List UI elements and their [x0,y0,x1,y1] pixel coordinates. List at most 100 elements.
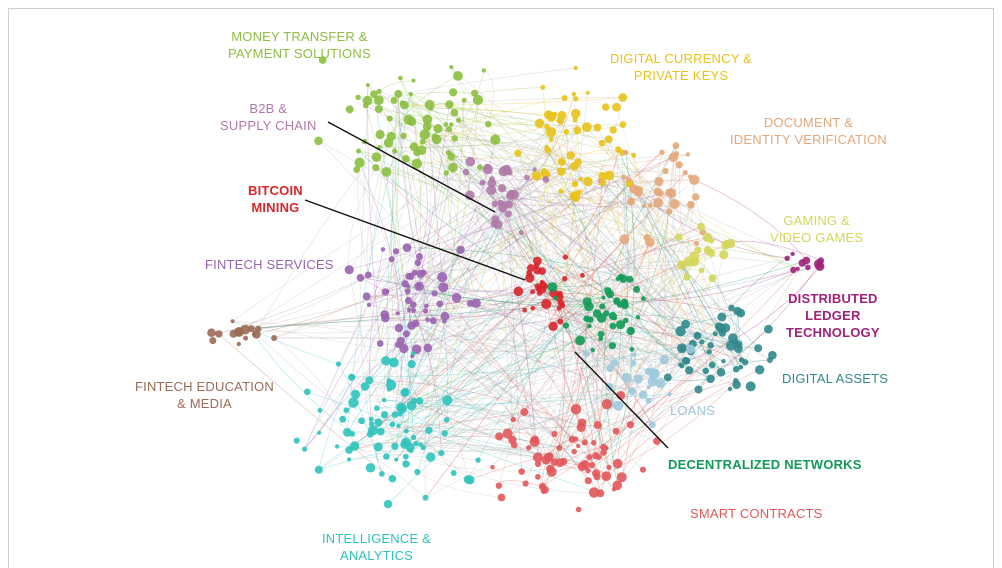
network-edge [542,262,803,487]
network-node [351,389,360,399]
network-node [755,365,765,375]
network-node [446,126,453,132]
label-digital-currency: DIGITAL CURRENCY & PRIVATE KEYS [610,51,753,83]
network-edge [545,196,575,305]
network-node [335,361,341,367]
network-node [378,471,385,477]
network-edge [633,155,686,325]
network-node [628,387,637,395]
network-node [805,264,811,271]
network-node [557,167,566,176]
network-edge [415,323,618,465]
network-edge [494,179,695,205]
network-edge [378,91,539,289]
network-edge [417,172,544,263]
network-edge [582,328,769,467]
network-node [558,188,564,194]
network-edge [543,169,622,278]
network-edge [378,243,731,448]
network-edge [400,406,653,426]
network-edge [402,408,538,458]
label-b2b-supply: B2B & SUPPLY CHAIN [220,101,317,133]
network-node [681,319,690,329]
network-edge [631,267,809,330]
network-edge [508,93,575,215]
network-edge [218,333,393,479]
network-edge [575,345,613,410]
network-node [592,469,601,478]
network-edge [318,376,354,470]
network-edge [385,360,593,466]
network-edge [573,269,702,452]
network-edge [497,224,820,267]
network-node [406,284,411,289]
network-node [407,360,416,369]
network-node [621,301,629,310]
network-edge [402,102,492,191]
network-edge [444,149,619,317]
network-node [531,171,542,181]
network-node [498,184,507,193]
network-edge [304,344,399,450]
network-edge [564,278,634,364]
network-edge [376,345,613,409]
network-node [665,188,674,197]
network-node [606,364,614,373]
network-node [619,234,630,245]
network-edge [319,251,397,411]
network-node [540,84,546,90]
network-edge [355,284,544,395]
network-edge [385,357,665,362]
network-node [591,440,597,446]
network-edge [616,278,713,486]
network-edge [405,292,540,393]
network-node [556,445,563,451]
network-edge [395,183,630,460]
network-edge [532,307,692,352]
network-edge [416,288,539,350]
network-node [370,90,378,98]
network-edge [391,259,402,341]
network-edge [375,167,645,207]
network-edge [424,134,629,180]
network-edge [409,119,798,270]
network-node [554,293,564,302]
network-edge [613,337,734,490]
network-node [768,350,777,360]
network-node [571,180,579,188]
network-edge [506,169,560,298]
network-node [385,379,397,391]
network-node [402,243,412,253]
network-edge [581,349,597,467]
network-node [419,138,426,145]
network-edge [469,195,535,443]
network-node [449,122,454,127]
network-node [400,440,409,449]
network-node [571,448,577,455]
network-edge [506,154,688,170]
network-edge [458,119,537,177]
network-edge [503,171,618,302]
network-node [404,296,413,305]
network-node [790,266,797,274]
network-edge [408,169,535,301]
network-node [708,274,717,283]
network-node [604,135,613,144]
network-node [413,440,419,447]
network-node [252,332,257,337]
network-node [495,432,504,441]
network-edge [352,343,693,378]
network-node [597,178,603,184]
network-node [645,397,652,404]
network-edge [610,192,672,404]
network-node [646,385,651,390]
network-node [334,444,340,449]
network-edge [574,183,742,368]
network-edge [367,84,538,262]
network-node [402,330,410,338]
network-node [557,118,564,125]
network-node [583,350,590,358]
network-edge [408,300,573,440]
network-edge [418,139,552,287]
